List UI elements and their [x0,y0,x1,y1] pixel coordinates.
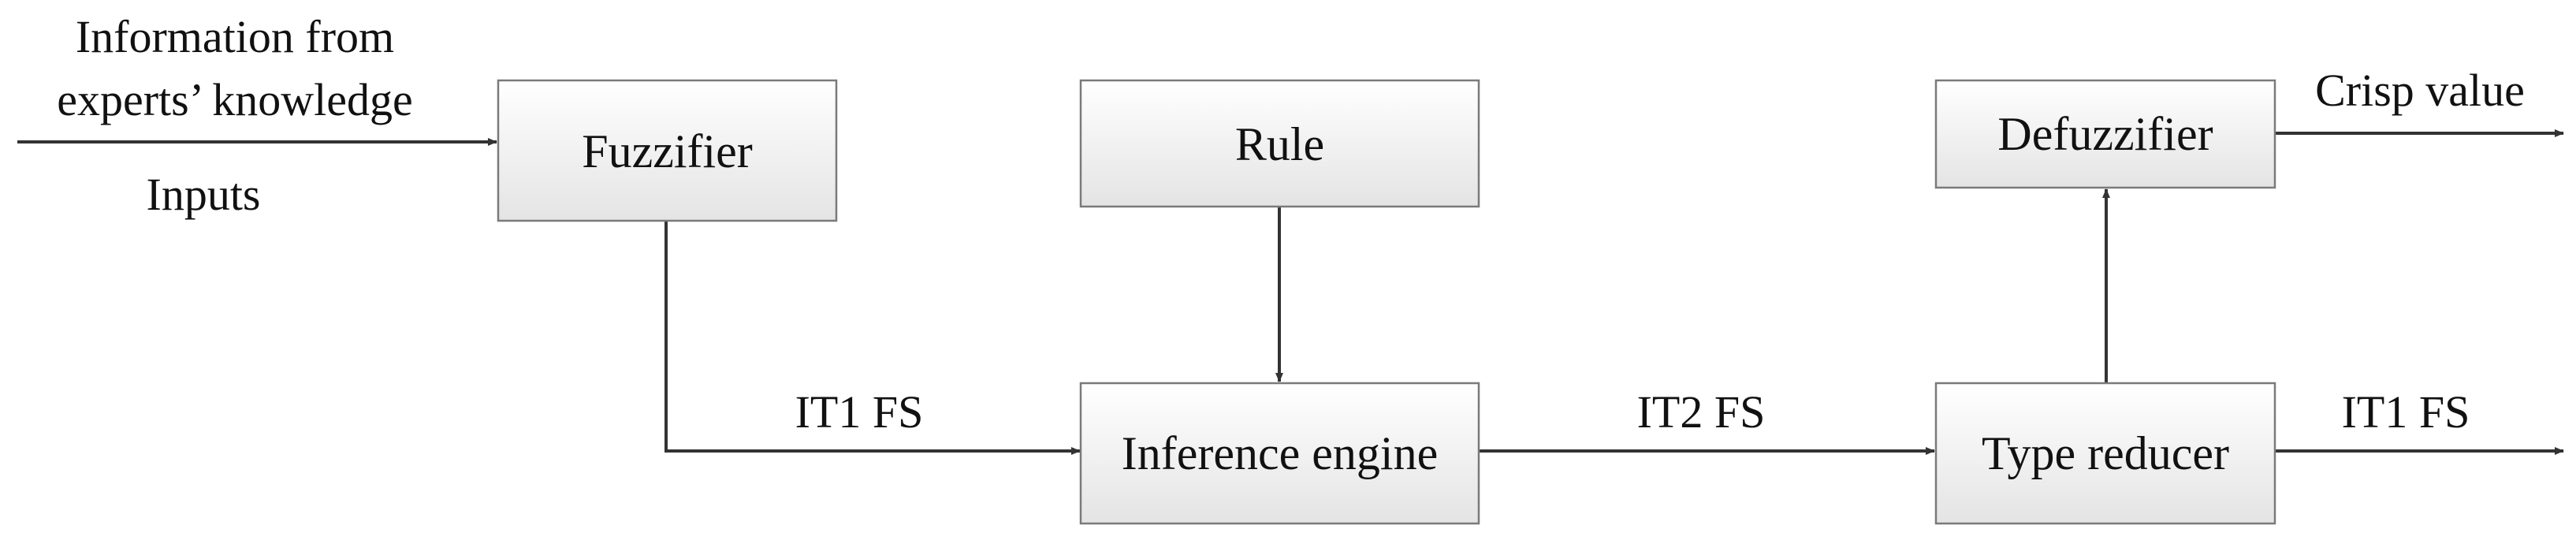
inference-engine-label: Inference engine [1122,427,1438,479]
inputs-label: Inputs [147,169,261,220]
fuzzifier-label: Fuzzifier [582,125,753,177]
it1-fs-right-label: IT1 FS [2342,386,2470,438]
defuzzifier-label: Defuzzifier [1997,108,2213,160]
inference-engine-block: Inference engine [1079,382,1480,525]
it1-fs-left-label: IT1 FS [795,386,924,438]
input-info-label-line1: Information from [76,11,394,62]
type-reducer-block: Type reducer [1934,382,2276,525]
defuzzifier-block: Defuzzifier [1934,79,2276,189]
fuzzifier-to-inference-arrow [664,221,1081,455]
input-info-label-line2: experts’ knowledge [57,74,412,125]
type-reducer-label: Type reducer [1982,427,2229,479]
rule-label: Rule [1235,118,1324,170]
fuzzifier-block: Fuzzifier [497,79,838,222]
it2-fs-label: IT2 FS [1637,386,1766,438]
crisp-value-label: Crisp value [2315,65,2525,116]
rule-block: Rule [1079,79,1480,208]
